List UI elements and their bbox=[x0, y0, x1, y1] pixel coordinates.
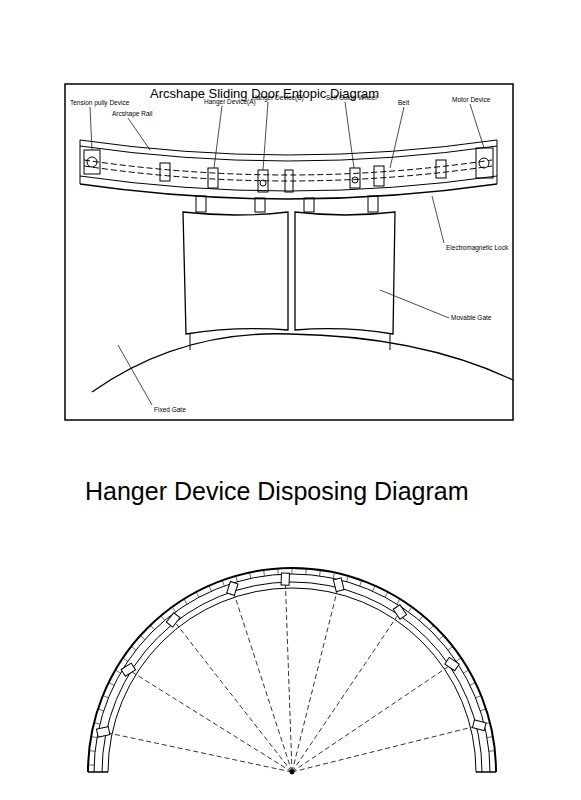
hanger-block bbox=[166, 613, 180, 627]
section-heading: Hanger Device Disposing Diagram bbox=[85, 478, 469, 506]
hanger-block bbox=[281, 573, 289, 585]
part-label: Hanger Device(A) bbox=[204, 98, 256, 105]
belt bbox=[84, 160, 492, 175]
part-label: Motor Device bbox=[452, 96, 490, 103]
hanger-block bbox=[445, 657, 459, 670]
hanger-block bbox=[333, 578, 344, 592]
tension-pulley bbox=[84, 150, 100, 174]
part-label: Arcshape Rail bbox=[112, 110, 152, 117]
rail-arc bbox=[108, 588, 476, 772]
radius-line bbox=[133, 672, 292, 772]
hanger-block bbox=[121, 663, 135, 676]
movable-gate bbox=[183, 212, 288, 334]
part-label: Electromagnetic Lock bbox=[446, 244, 508, 251]
rail-arc bbox=[88, 568, 496, 772]
part-label: Hanger Device(B) bbox=[252, 94, 304, 101]
part-label: Movable Gate bbox=[451, 314, 491, 321]
radius-line bbox=[292, 616, 397, 772]
rail-arc bbox=[94, 574, 490, 772]
hanger-block bbox=[472, 720, 486, 731]
arcshape-rail bbox=[80, 140, 497, 199]
hanger-stub bbox=[196, 196, 378, 212]
radius-line bbox=[292, 590, 337, 772]
radius-line bbox=[292, 667, 448, 772]
hanger-block bbox=[393, 605, 406, 619]
fixed-gate bbox=[92, 334, 513, 392]
rail-arc bbox=[102, 582, 482, 772]
part-label: Fixed Gate bbox=[154, 406, 186, 413]
part-label: Self Guide Wheel bbox=[326, 94, 377, 101]
radius-line bbox=[285, 584, 292, 772]
leader-line bbox=[90, 102, 484, 405]
hanger-block bbox=[97, 727, 110, 737]
hanger-disposing-diagram bbox=[88, 568, 496, 774]
frame bbox=[65, 84, 513, 420]
part-label: Belt bbox=[398, 99, 409, 106]
hanger-block bbox=[227, 582, 238, 596]
radius-line bbox=[234, 593, 292, 772]
movable-gate bbox=[295, 212, 395, 334]
radius-line bbox=[292, 727, 474, 772]
radius-line bbox=[176, 624, 292, 772]
hanger-device bbox=[160, 160, 446, 192]
radius-line bbox=[108, 733, 292, 772]
motor-device bbox=[476, 148, 493, 178]
part-label: Tension pully Device bbox=[70, 99, 129, 106]
